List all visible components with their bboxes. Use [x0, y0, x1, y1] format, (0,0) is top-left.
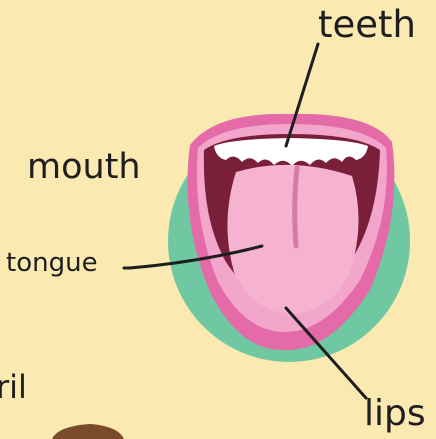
nostril-label-partial: ril: [0, 371, 27, 403]
tongue-label: tongue: [6, 250, 98, 276]
teeth-label: teeth: [318, 6, 416, 43]
lips-label: lips: [364, 396, 426, 432]
mouth-label: mouth: [27, 150, 141, 185]
tongue-groove: [295, 168, 297, 246]
partial-nose-illustration: [52, 424, 124, 439]
